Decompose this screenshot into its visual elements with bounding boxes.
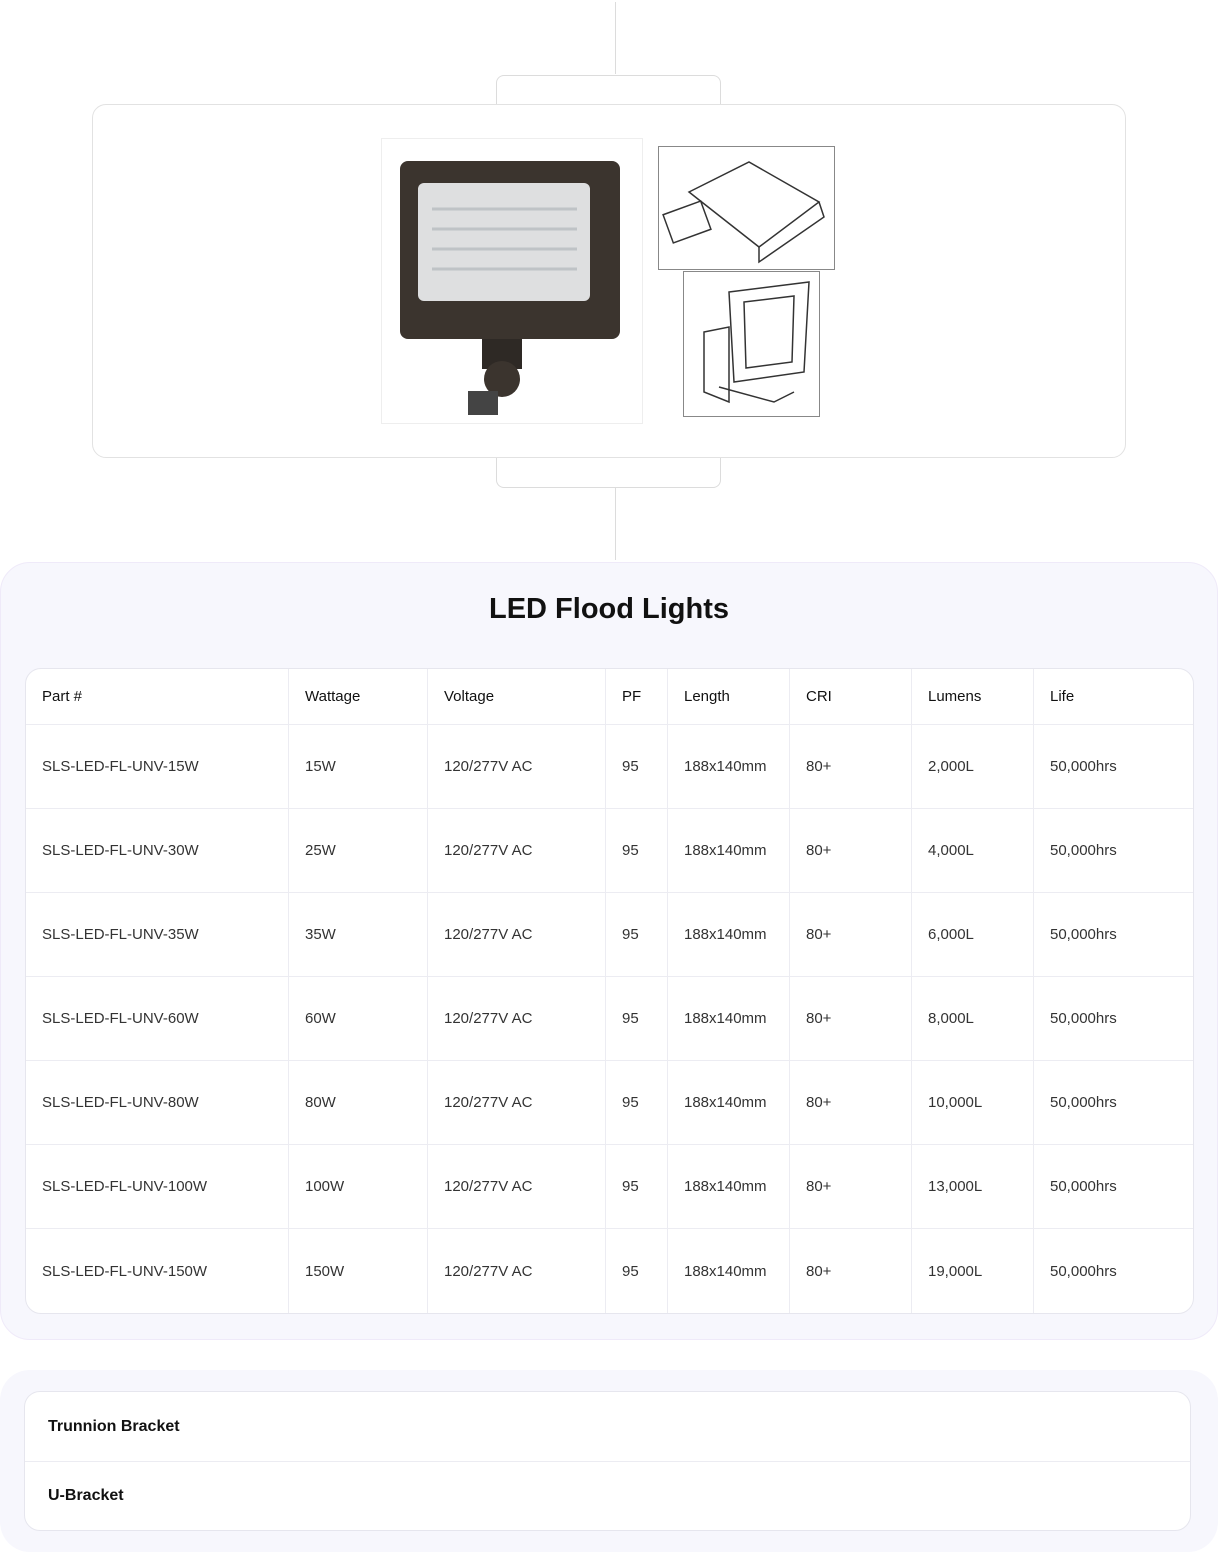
table-cell: 6,000L <box>912 893 1034 977</box>
table-cell: SLS-LED-FL-UNV-30W <box>26 809 289 893</box>
table-cell: 188x140mm <box>668 1061 790 1145</box>
table-cell: 10,000L <box>912 1061 1034 1145</box>
table-cell: 80+ <box>790 725 912 809</box>
line-drawing-front-view <box>683 271 820 417</box>
table-cell: 188x140mm <box>668 809 790 893</box>
table-cell: 120/277V AC <box>428 1061 606 1145</box>
specs-table: Part # Wattage Voltage PF Length CRI Lum… <box>25 668 1194 1314</box>
table-cell: SLS-LED-FL-UNV-80W <box>26 1061 289 1145</box>
accessory-u-bracket[interactable]: U-Bracket <box>25 1461 1190 1530</box>
table-cell: 120/277V AC <box>428 1145 606 1229</box>
table-cell: 100W <box>289 1145 428 1229</box>
table-cell: SLS-LED-FL-UNV-100W <box>26 1145 289 1229</box>
line-drawing-side-view <box>658 146 835 270</box>
product-photo <box>381 138 643 424</box>
table-cell: 95 <box>606 893 668 977</box>
table-cell: 50,000hrs <box>1034 893 1193 977</box>
table-cell: 25W <box>289 809 428 893</box>
table-cell: 95 <box>606 1145 668 1229</box>
table-cell: 50,000hrs <box>1050 1262 1117 1280</box>
table-cell: 120/277V AC <box>428 1229 606 1313</box>
table-cell: 188x140mm <box>668 725 790 809</box>
connector-line-bottom <box>615 488 616 560</box>
table-cell: 80+ <box>790 1145 912 1229</box>
col-pf: PF <box>606 669 668 725</box>
table-cell: 80+ <box>790 893 912 977</box>
table-cell: 13,000L <box>912 1145 1034 1229</box>
table-cell: 95 <box>606 1229 668 1313</box>
table-cell: 80+ <box>790 1061 912 1145</box>
table-header-row: Part # Wattage Voltage PF Length CRI Lum… <box>26 669 1193 725</box>
table-cell: 50,000hrs <box>1034 1145 1193 1229</box>
table-cell: 80+ <box>790 1229 912 1313</box>
col-cri: CRI <box>790 669 912 725</box>
table-cell: 95 <box>606 977 668 1061</box>
table-cell: SLS-LED-FL-UNV-60W <box>26 977 289 1061</box>
col-length: Length <box>668 669 790 725</box>
table-cell: 80+ <box>790 809 912 893</box>
connector-line-top <box>615 2 616 74</box>
table-cell: 50,000hrs <box>1034 725 1193 809</box>
table-cell: 80+ <box>790 977 912 1061</box>
table-cell: 2,000L <box>912 725 1034 809</box>
table-cell: 95 <box>606 725 668 809</box>
col-lumens: Lumens <box>912 669 1034 725</box>
col-life: Life <box>1034 669 1193 725</box>
table-cell: 120/277V AC <box>428 809 606 893</box>
table-cell: 188x140mm <box>668 893 790 977</box>
table-cell: 50,000hrs <box>1034 809 1193 893</box>
table-cell: 50,000hrs <box>1034 1061 1193 1145</box>
table-cell: 95 <box>606 1061 668 1145</box>
table-cell: 150W <box>289 1229 428 1313</box>
connector-bracket-top <box>496 75 721 105</box>
table-cell: 120/277V AC <box>428 977 606 1061</box>
table-cell: 188x140mm <box>668 1229 790 1313</box>
table-cell: 120/277V AC <box>428 893 606 977</box>
accessory-trunnion-bracket[interactable]: Trunnion Bracket <box>48 1417 180 1435</box>
table-cell: 188x140mm <box>668 1145 790 1229</box>
table-cell: 8,000L <box>912 977 1034 1061</box>
table-cell: 60W <box>289 977 428 1061</box>
specs-section: LED Flood Lights Part # Wattage Voltage … <box>0 562 1218 1340</box>
table-cell: 188x140mm <box>668 977 790 1061</box>
accessories-list: Trunnion Bracket U-Bracket <box>24 1391 1191 1531</box>
table-cell: SLS-LED-FL-UNV-150W <box>26 1229 289 1313</box>
col-wattage: Wattage <box>289 669 428 725</box>
col-part: Part # <box>26 669 289 725</box>
table-cell: 120/277V AC <box>428 725 606 809</box>
connector-bracket-bottom <box>496 458 721 488</box>
table-cell: SLS-LED-FL-UNV-35W <box>26 893 289 977</box>
col-voltage: Voltage <box>428 669 606 725</box>
table-cell: 4,000L <box>912 809 1034 893</box>
table-cell: 19,000L <box>912 1229 1034 1313</box>
section-title: LED Flood Lights <box>488 593 729 625</box>
table-cell: SLS-LED-FL-UNV-15W <box>26 725 289 809</box>
table-cell: 95 <box>606 809 668 893</box>
table-cell: 50,000hrs <box>1034 977 1193 1061</box>
table-cell: 35W <box>289 893 428 977</box>
accessories-section: Trunnion Bracket U-Bracket <box>0 1370 1218 1552</box>
table-cell: 80W <box>289 1061 428 1145</box>
table-cell: 15W <box>289 725 428 809</box>
